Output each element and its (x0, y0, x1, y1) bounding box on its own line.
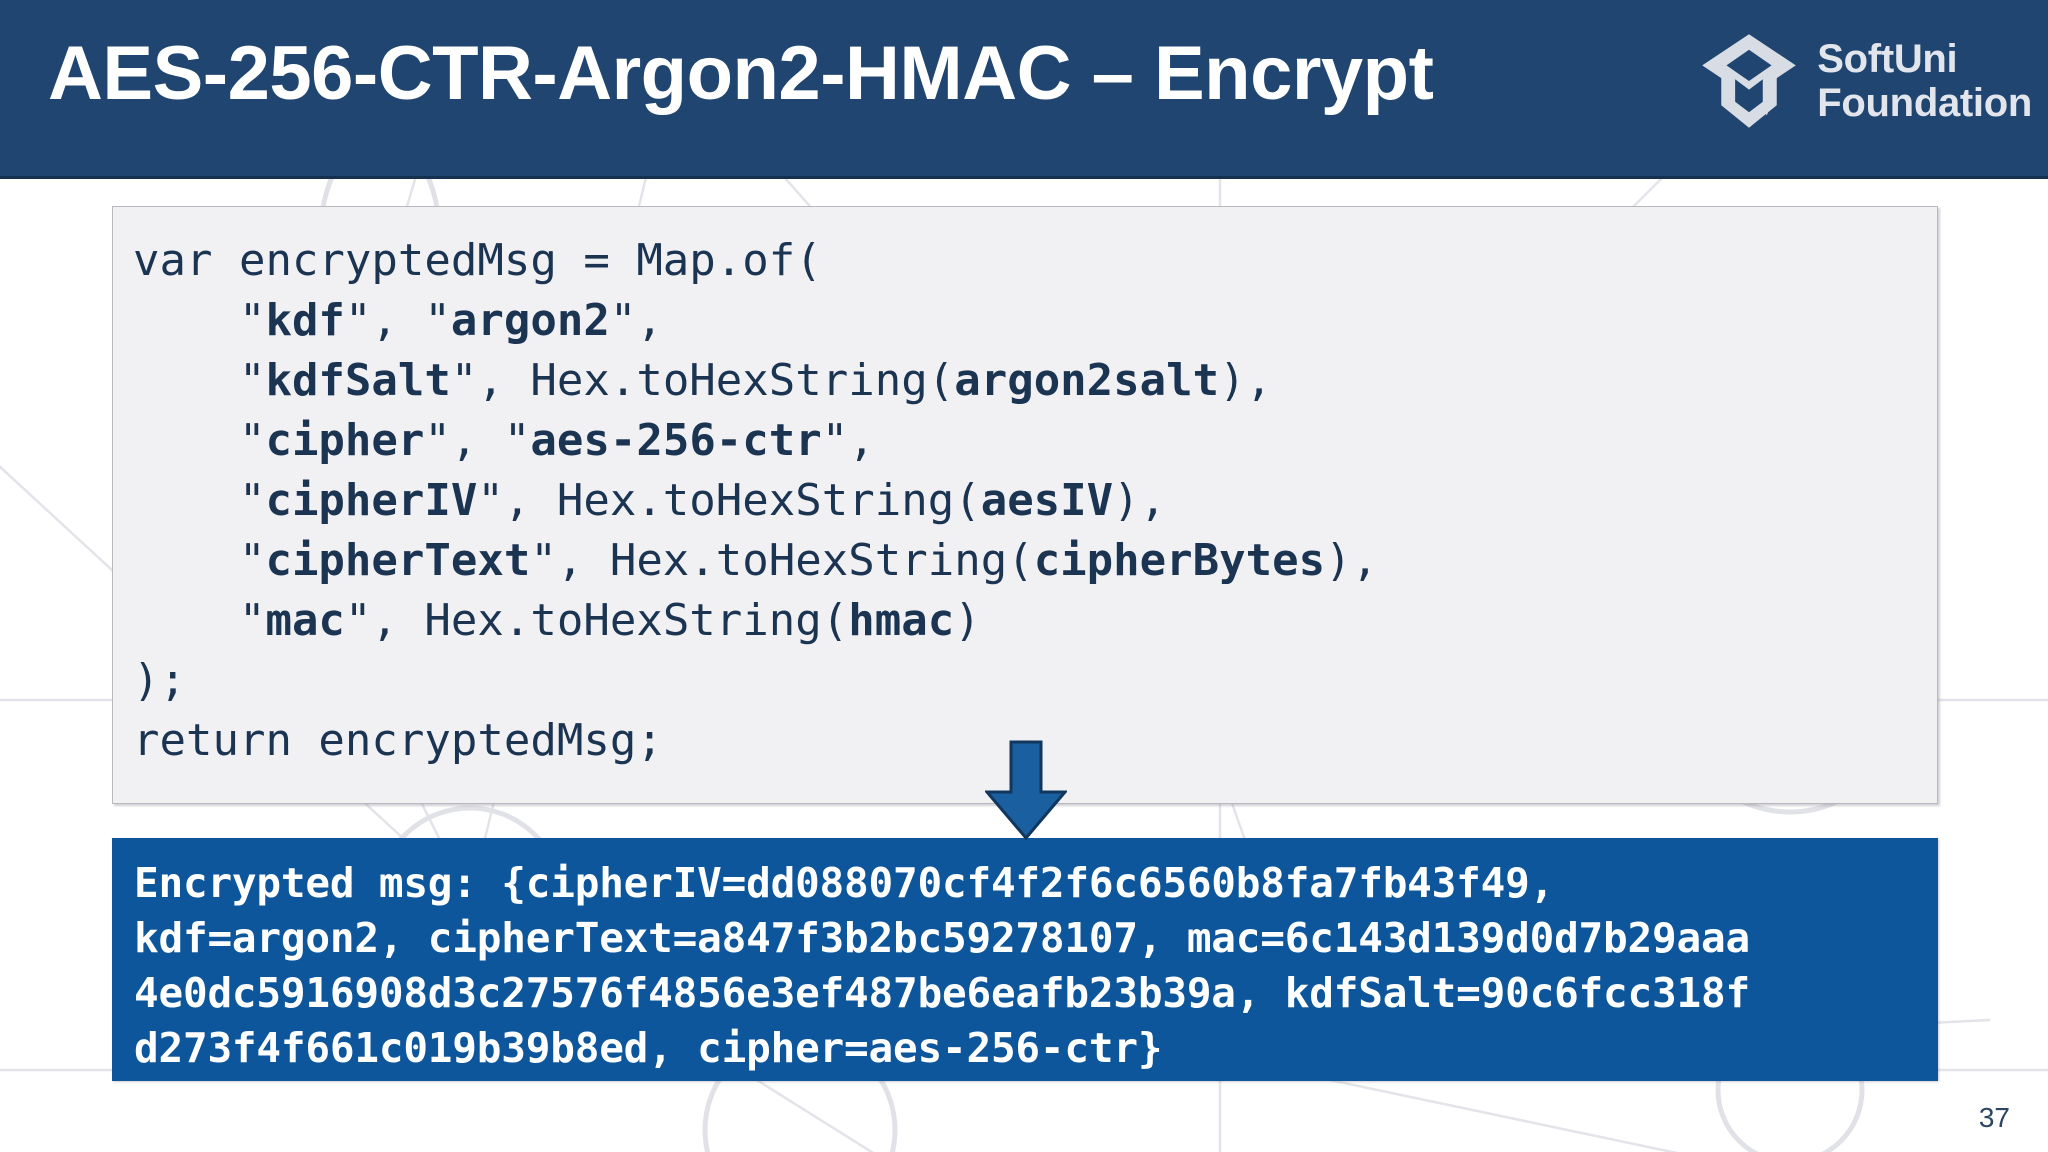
code-block-text: var encryptedMsg = Map.of( "kdf", "argon… (133, 235, 1379, 766)
output-console-panel: Encrypted msg: {cipherIV=dd088070cf4f2f6… (112, 838, 1938, 1081)
header-bar: AES-256-CTR-Argon2-HMAC – Encrypt Soft (0, 0, 2048, 179)
logo-wordmark: SoftUni Foundation (1817, 39, 2032, 123)
logo-line-foundation: Foundation (1817, 81, 2032, 125)
encrypted-message-output: Encrypted msg: {cipherIV=dd088070cf4f2f6… (134, 859, 1750, 1072)
softuni-foundation-logo: SoftUni Foundation (1697, 26, 2032, 136)
code-block-panel: var encryptedMsg = Map.of( "kdf", "argon… (112, 206, 1938, 804)
page-title: AES-256-CTR-Argon2-HMAC – Encrypt (48, 31, 1434, 116)
logo-line-softuni: SoftUni (1817, 37, 1958, 81)
page-number: 37 (1978, 1102, 2010, 1133)
graduation-cap-icon (1702, 34, 1797, 128)
down-arrow-icon (985, 740, 1067, 840)
